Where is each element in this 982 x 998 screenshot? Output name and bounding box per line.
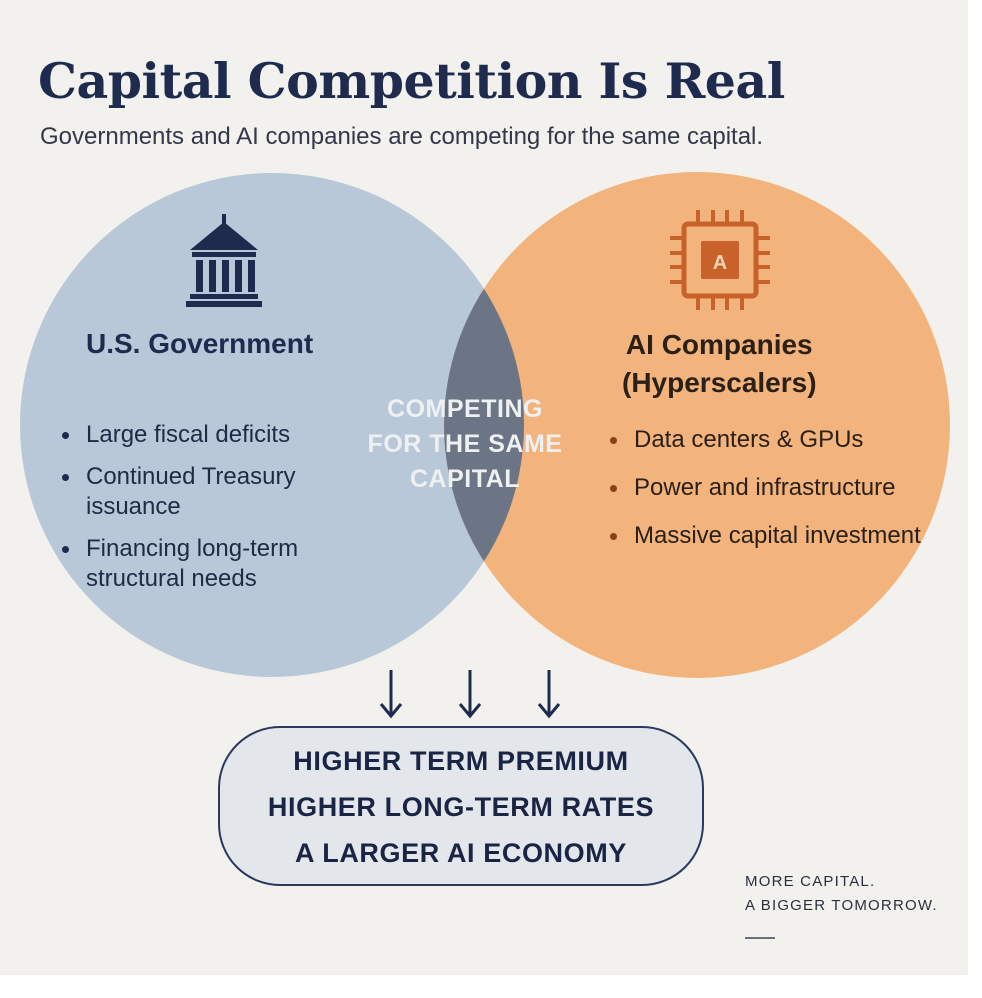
government-heading: U.S. Government: [86, 328, 314, 359]
result-line: A LARGER AI ECONOMY: [295, 838, 627, 868]
tagline-divider: [745, 937, 775, 939]
government-bullet-list: Large fiscal deficits Continued Treasury…: [60, 420, 350, 606]
list-item: Financing long-term structural needs: [60, 534, 350, 594]
overlap-line: COMPETING: [387, 395, 543, 423]
bank-building-icon: [186, 214, 262, 307]
list-item: Massive capital investment: [608, 521, 928, 551]
list-item: Data centers & GPUs: [608, 425, 928, 455]
result-line: HIGHER TERM PREMIUM: [293, 746, 629, 776]
chip-letter: A: [713, 252, 727, 274]
ai-heading-line: AI Companies: [625, 329, 813, 360]
overlap-label: COMPETING FOR THE SAME CAPITAL: [345, 392, 585, 497]
list-item: Large fiscal deficits: [60, 420, 350, 450]
list-item: Continued Treasury issuance: [60, 462, 350, 522]
ai-heading-line: (Hyperscalers): [622, 367, 817, 398]
tagline-line: A BIGGER TOMORROW.: [745, 897, 938, 914]
result-line: HIGHER LONG-TERM RATES: [267, 792, 655, 822]
ai-companies-bullet-list: Data centers & GPUs Power and infrastruc…: [608, 425, 928, 569]
tagline: MORE CAPITAL. A BIGGER TOMORROW.: [745, 870, 938, 918]
ai-chip-icon: A: [670, 210, 770, 310]
ai-companies-heading: AI Companies (Hyperscalers): [622, 326, 817, 402]
infographic-canvas: Capital Competition Is Real Governments …: [0, 0, 968, 975]
down-arrow-icon: [379, 670, 403, 719]
page-subtitle: Governments and AI companies are competi…: [40, 123, 764, 150]
down-arrow-icon: [537, 670, 561, 719]
venn-diagram: A: [20, 172, 950, 719]
government-circle: [20, 173, 524, 677]
overlap-line: CAPITAL: [410, 465, 520, 493]
tagline-line: MORE CAPITAL.: [745, 873, 876, 890]
ai-companies-circle: [444, 172, 950, 678]
result-box: HIGHER TERM PREMIUM HIGHER LONG-TERM RAT…: [218, 726, 704, 886]
list-item: Power and infrastructure: [608, 473, 928, 503]
overlap-line: FOR THE SAME: [367, 430, 563, 458]
page-title: Capital Competition Is Real: [38, 52, 785, 110]
down-arrow-icon: [458, 670, 482, 719]
